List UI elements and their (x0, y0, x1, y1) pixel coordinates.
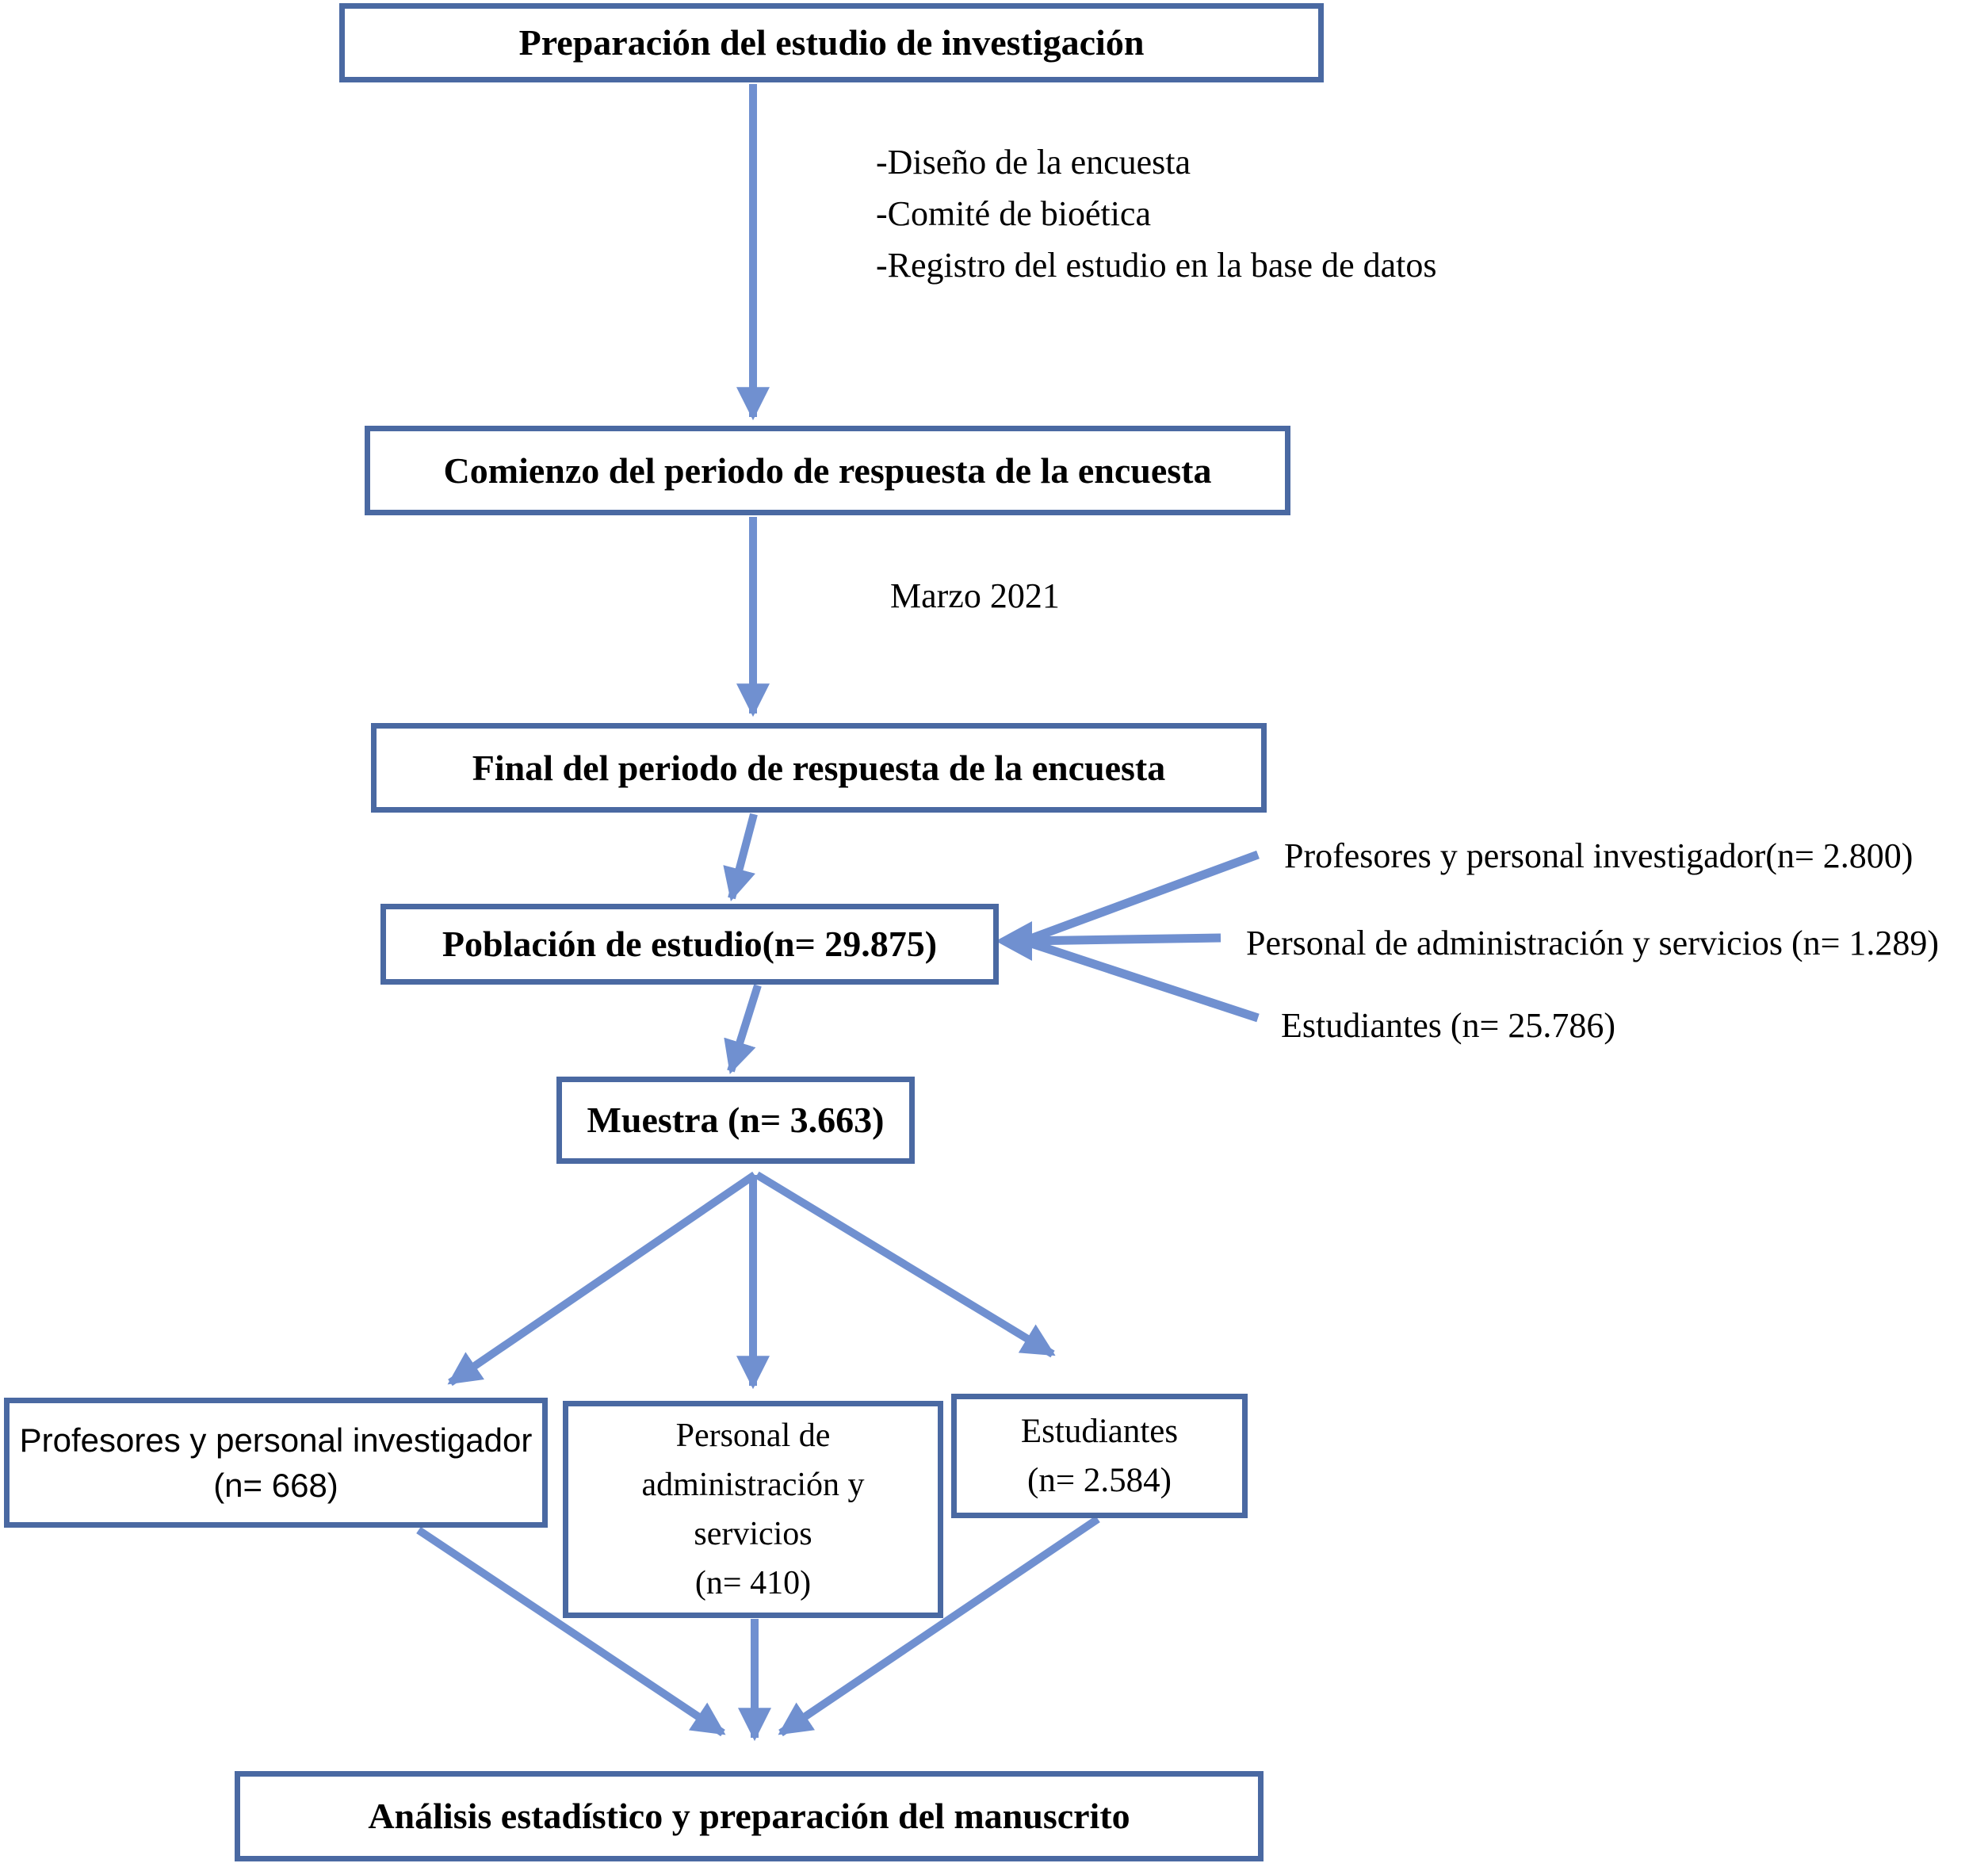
node-poblacion-label: Población de estudio(n= 29.875) (442, 924, 938, 965)
arrow-poblacion-to-muestra (724, 984, 762, 1075)
node-pas-line4: (n= 410) (694, 1565, 812, 1601)
population-breakdown-estudiantes: Estudiantes (n= 25.786) (1281, 1006, 1615, 1045)
arrow-muestra-to-profesores (447, 1171, 757, 1387)
node-pas-line2: administración y (641, 1467, 865, 1503)
node-muestra: Muestra (n= 3.663) (556, 1077, 915, 1164)
node-final: Final del periodo de respuesta de la enc… (371, 723, 1267, 813)
node-final-label: Final del periodo de respuesta de la enc… (472, 747, 1166, 788)
date-label: Marzo 2021 (890, 576, 1060, 615)
fan-line-estudiantes (1023, 936, 1260, 1023)
note-diseno: -Diseño de la encuesta (876, 143, 1191, 182)
node-profesores-line1: Profesores y personal investigador (19, 1421, 533, 1459)
population-breakdown-profesores: Profesores y personal investigador(n= 2.… (1284, 836, 1913, 875)
node-pas-line1: Personal de (675, 1417, 831, 1454)
preparation-notes: -Diseño de la encuesta -Comité de bioéti… (876, 136, 1436, 291)
node-muestra-label: Muestra (n= 3.663) (587, 1100, 885, 1141)
fan-line-pas (1023, 933, 1221, 946)
node-pas: Personal de administración y servicios (… (563, 1401, 943, 1618)
node-comienzo-label: Comienzo del periodo de respuesta de la … (443, 450, 1212, 491)
node-pas-line3: servicios (694, 1516, 812, 1552)
arrow-final-to-poblacion (723, 813, 758, 902)
node-preparacion-label: Preparación del estudio de investigación (518, 22, 1145, 63)
arrow-estudiantes-to-analisis (778, 1515, 1100, 1737)
note-comite: -Comité de bioética (876, 194, 1151, 233)
node-analisis-label: Análisis estadístico y preparación del m… (368, 1796, 1130, 1837)
node-estudiantes-line2: (n= 2.584) (1027, 1461, 1172, 1499)
node-profesores-line2: (n= 668) (213, 1467, 338, 1504)
population-breakdown-pas: Personal de administración y servicios (… (1246, 924, 1940, 962)
node-profesores: Profesores y personal investigador (n= 6… (4, 1398, 548, 1528)
node-estudiantes-line1: Estudiantes (1020, 1412, 1179, 1450)
fan-arrowhead-into-poblacion (996, 921, 1032, 961)
node-preparacion: Preparación del estudio de investigación (339, 3, 1324, 82)
node-estudiantes: Estudiantes (n= 2.584) (951, 1394, 1248, 1518)
arrow-profesores-to-analisis (416, 1526, 726, 1737)
node-analisis: Análisis estadístico y preparación del m… (235, 1771, 1264, 1861)
note-registro: -Registro del estudio en la base de dato… (876, 246, 1437, 285)
arrow-muestra-to-estudiantes (755, 1171, 1056, 1358)
fan-line-profesores (1023, 850, 1260, 946)
node-comienzo: Comienzo del periodo de respuesta de la … (365, 426, 1290, 515)
node-poblacion: Población de estudio(n= 29.875) (380, 904, 999, 985)
